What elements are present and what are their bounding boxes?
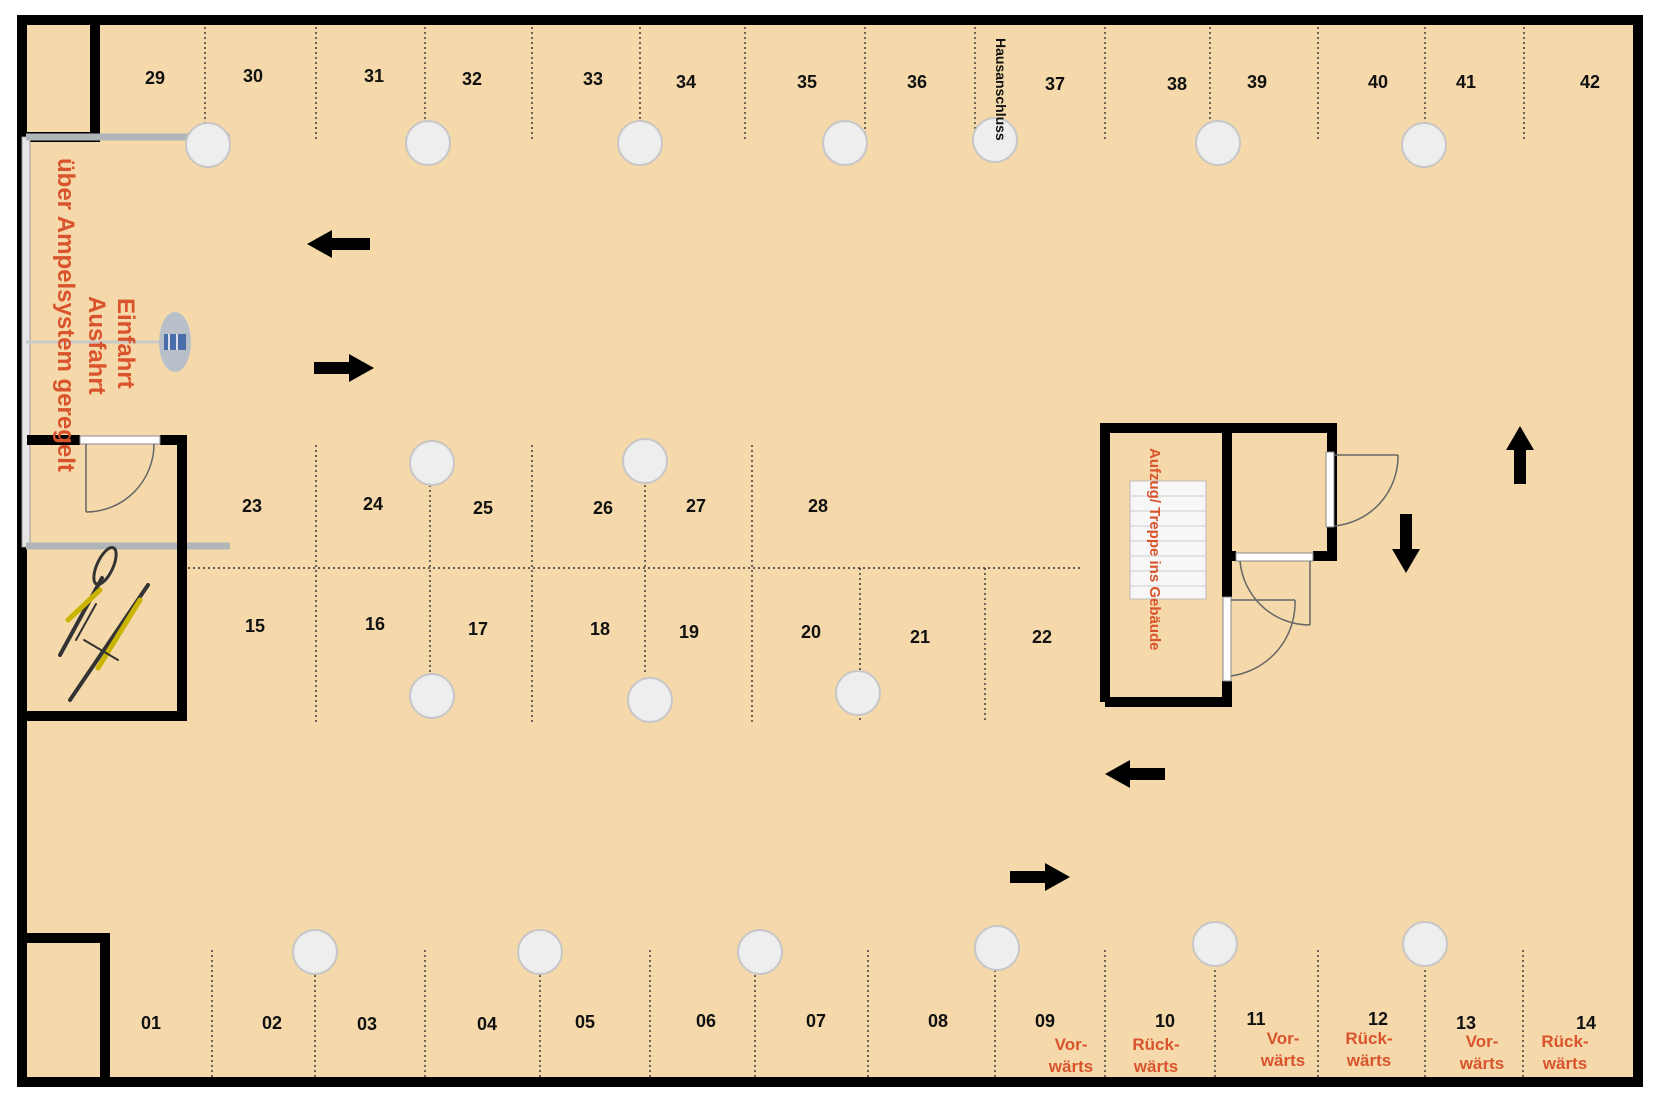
spot-label-21: 21 [910,627,930,647]
direction-label-s11: wärts [1260,1051,1305,1070]
spot-label-36: 36 [907,72,927,92]
garage-floor [17,15,1643,1087]
direction-label-s13: wärts [1459,1054,1504,1073]
pillar [405,120,451,166]
spot-label-17: 17 [468,619,488,639]
entrance-label: Einfahrt Ausfahrt über Ampelsystem gereg… [52,158,139,472]
spot-label-12: 12 [1368,1009,1388,1029]
spot-label-26: 26 [593,498,613,518]
spot-label-02: 02 [262,1013,282,1033]
spot-label-24: 24 [363,494,383,514]
door-stair-exit [1222,596,1296,682]
spot-label-35: 35 [797,72,817,92]
spot-label-42: 42 [1580,72,1600,92]
direction-label-s12: Rück- [1345,1029,1392,1048]
arrow-down-icon [1392,514,1420,573]
direction-label-s13: Vor- [1466,1032,1499,1051]
house-connection-label: Hausanschluss [993,38,1009,141]
spot-label-05: 05 [575,1012,595,1032]
spot-label-41: 41 [1456,72,1476,92]
spot-label-38: 38 [1167,74,1187,94]
pillar [972,117,1018,163]
stair-core [1100,423,1337,707]
pillar [1195,120,1241,166]
pillar [617,120,663,166]
spot-label-11: 11 [1246,1009,1265,1029]
direction-label-s10: wärts [1133,1057,1178,1076]
spot-label-13: 13 [1456,1013,1476,1033]
spot-label-30: 30 [243,66,263,86]
direction-label-s11: Vor- [1267,1029,1300,1048]
spot-label-39: 39 [1247,72,1267,92]
pillars [185,117,1448,975]
direction-label-s14: wärts [1542,1054,1587,1073]
spot-label-15: 15 [245,616,265,636]
spot-labels: 29 30 31 32 33 34 35 36 37 38 39 40 41 42 23 24 25 26 27 28… [141,66,1600,1076]
spot-label-23: 23 [242,496,262,516]
arrow-up-icon [1506,426,1534,484]
stairs-label: Aufzug/ Treppe ins Gebäude [1146,448,1163,651]
direction-label-s09: Vor- [1055,1035,1088,1054]
pillar [835,670,881,716]
direction-label-s14: Rück- [1541,1032,1588,1051]
entrance-line1: Einfahrt [112,298,139,389]
pillar [1192,921,1238,967]
bike-room [27,435,187,721]
bicycle-icon [58,546,150,702]
arrow-right-icon [1010,863,1070,891]
spot-label-06: 06 [696,1011,716,1031]
pillar [409,440,455,486]
spot-label-27: 27 [686,496,706,516]
entrance-line2: Ausfahrt [83,296,110,395]
pillar [737,929,783,975]
pillar [974,925,1020,971]
pillar [409,673,455,719]
arrow-left-icon [307,230,370,258]
entrance-line3: über Ampelsystem geregelt [52,158,79,472]
spot-label-07: 07 [806,1011,826,1031]
spot-label-37: 37 [1045,74,1065,94]
arrow-left-icon [1105,760,1165,788]
spot-label-19: 19 [679,622,699,642]
pillar [822,120,868,166]
spot-label-25: 25 [473,498,493,518]
spot-label-09: 09 [1035,1011,1055,1031]
spot-label-40: 40 [1368,72,1388,92]
corner-wall-bottom-left [27,933,110,1077]
arrow-right-icon [314,354,374,382]
door-right-upper [1325,451,1399,528]
pillar [185,122,231,168]
direction-label-s10: Rück- [1132,1035,1179,1054]
parking-dividers [188,27,1525,1077]
spot-label-28: 28 [808,496,828,516]
traffic-light-icon [159,312,191,372]
spot-label-18: 18 [590,619,610,639]
pillar [627,677,673,723]
spot-label-33: 33 [583,69,603,89]
spot-label-29: 29 [145,68,165,88]
door-lower-inner [1235,552,1314,626]
spot-label-32: 32 [462,69,482,89]
spot-label-14: 14 [1576,1013,1596,1033]
direction-label-s09: wärts [1048,1057,1093,1076]
spot-label-31: 31 [364,66,384,86]
spot-label-04: 04 [477,1014,497,1034]
pillar [292,929,338,975]
spot-label-10: 10 [1155,1011,1175,1031]
pillar [517,929,563,975]
spot-label-16: 16 [365,614,385,634]
spot-label-34: 34 [676,72,696,92]
spot-label-20: 20 [801,622,821,642]
pillar [1401,122,1447,168]
spot-label-22: 22 [1032,627,1052,647]
spot-label-03: 03 [357,1014,377,1034]
pillar [1402,921,1448,967]
spot-label-01: 01 [141,1013,161,1033]
pillar [622,438,668,484]
spot-label-08: 08 [928,1011,948,1031]
direction-label-s12: wärts [1346,1051,1391,1070]
